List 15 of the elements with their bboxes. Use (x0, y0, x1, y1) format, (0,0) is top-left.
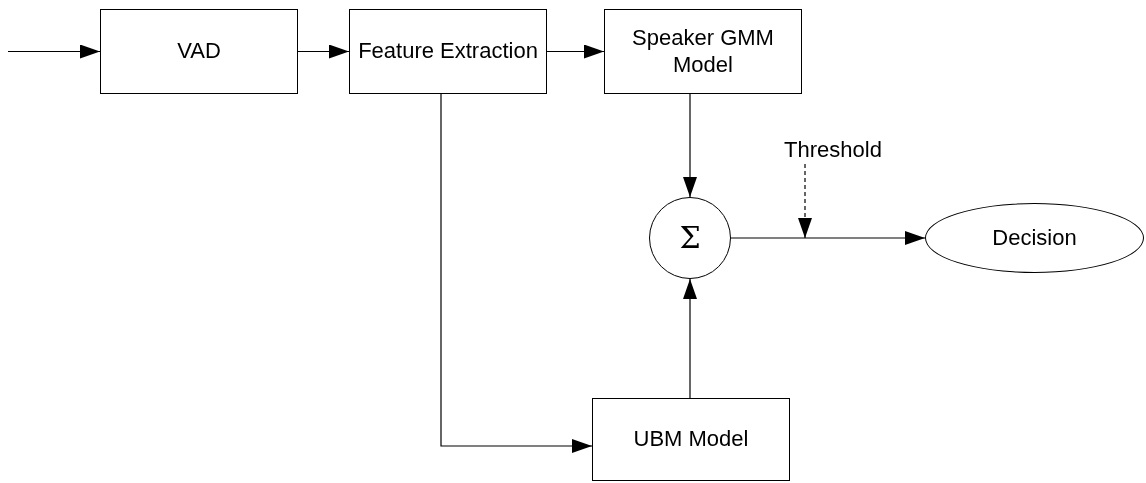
arrow (546, 44, 605, 59)
arrow (440, 93, 593, 453)
arrow (683, 278, 697, 399)
dashed-arrow (798, 163, 812, 239)
process-box: Speaker GMM Model (604, 9, 802, 94)
arrow (297, 44, 350, 59)
summing-junction: Σ (649, 197, 731, 279)
arrow (683, 93, 697, 198)
process-box: UBM Model (592, 398, 790, 481)
threshold-label: Threshold (762, 136, 904, 164)
arrow (7, 44, 101, 59)
process-box: VAD (100, 9, 298, 94)
arrow (730, 231, 926, 245)
decision-ellipse: Decision (925, 203, 1144, 273)
process-box: Feature Extraction (349, 9, 547, 94)
